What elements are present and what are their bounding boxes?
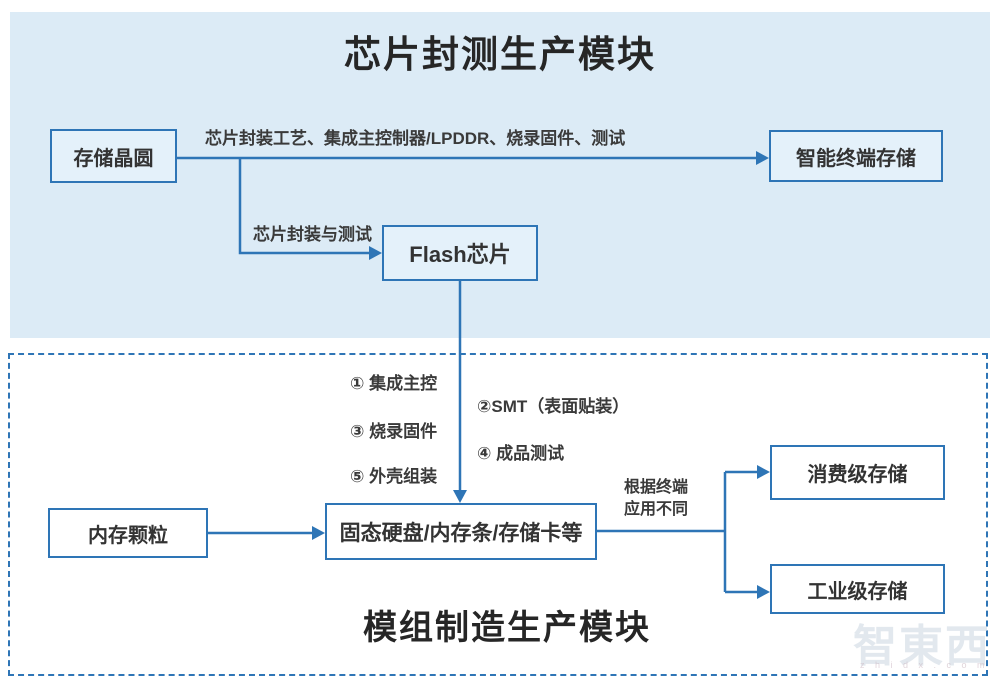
edge-label-packaging-testing: 芯片封装与测试 <box>253 225 372 244</box>
step-label-3-firmware: ③ 烧录固件 <box>350 422 438 441</box>
node-flash-chip: Flash芯片 <box>382 225 538 281</box>
top-panel-title: 芯片封测生产模块 <box>344 34 656 75</box>
node-industrial-storage: 工业级存储 <box>770 564 945 614</box>
edge-label-packaging-process: 芯片封装工艺、集成主控制器/LPDDR、烧录固件、测试 <box>205 129 626 148</box>
node-smart-terminal-storage: 智能终端存储 <box>769 130 943 182</box>
node-memory-granule: 内存颗粒 <box>48 508 208 558</box>
node-ssd-module: 固态硬盘/内存条/存储卡等 <box>325 503 597 560</box>
step-label-5-case-assembly: ⑤ 外壳组装 <box>350 467 438 486</box>
bottom-panel-title: 模组制造生产模块 <box>363 609 651 647</box>
step-label-4-final-test: ④ 成品测试 <box>477 444 565 463</box>
node-consumer-storage: 消费级存储 <box>770 445 945 500</box>
node-storage-wafer: 存储晶圆 <box>50 129 177 183</box>
branch-label-terminal-application: 根据终端 应用不同 <box>624 479 689 518</box>
step-label-2-smt: ②SMT（表面贴装） <box>477 397 630 416</box>
step-label-1-main-controller: ① 集成主控 <box>350 374 438 393</box>
